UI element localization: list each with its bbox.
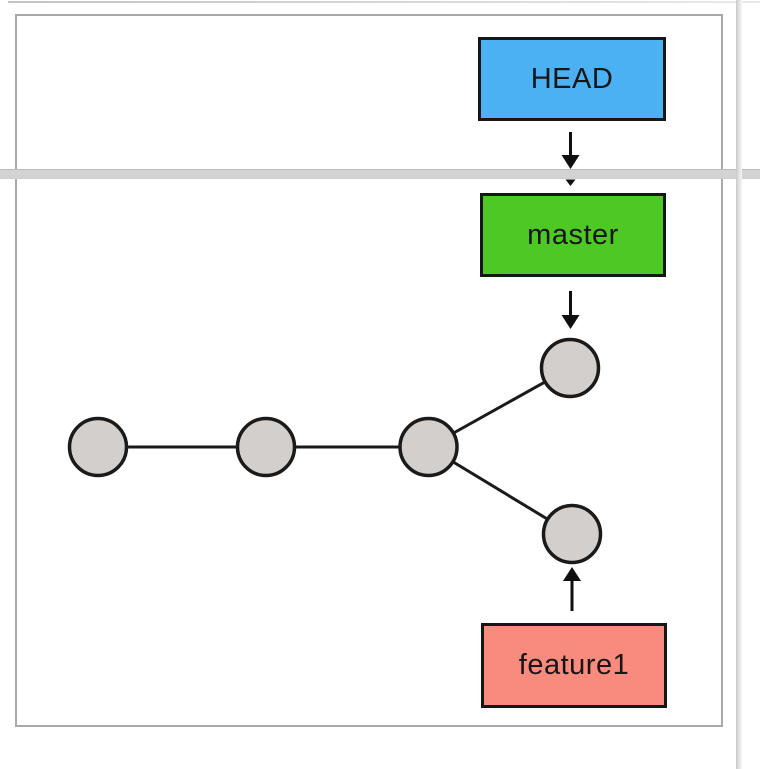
head-label-text: HEAD xyxy=(530,62,614,95)
master-label-text: master xyxy=(527,218,619,251)
commit-node xyxy=(235,416,297,478)
commit-node xyxy=(541,503,603,565)
master-label-box: master xyxy=(480,193,666,277)
right-edge-shadow-line xyxy=(736,0,742,769)
commit-node xyxy=(67,416,129,478)
seam-arrow-tip-remnant xyxy=(565,179,576,186)
master-to-commit-arrow-head xyxy=(561,315,580,329)
window-seam-band xyxy=(0,169,760,179)
feature1-to-commit-arrow-head xyxy=(563,567,581,581)
feature1-label-box: feature1 xyxy=(481,623,667,708)
commit-node xyxy=(539,337,601,399)
commit-node xyxy=(398,416,459,478)
top-window-edge-line xyxy=(8,1,760,3)
head-label-box: HEAD xyxy=(478,37,666,121)
feature1-label-text: feature1 xyxy=(518,649,630,681)
diagram-panel xyxy=(15,14,723,727)
head-to-master-arrow-head xyxy=(561,155,580,169)
